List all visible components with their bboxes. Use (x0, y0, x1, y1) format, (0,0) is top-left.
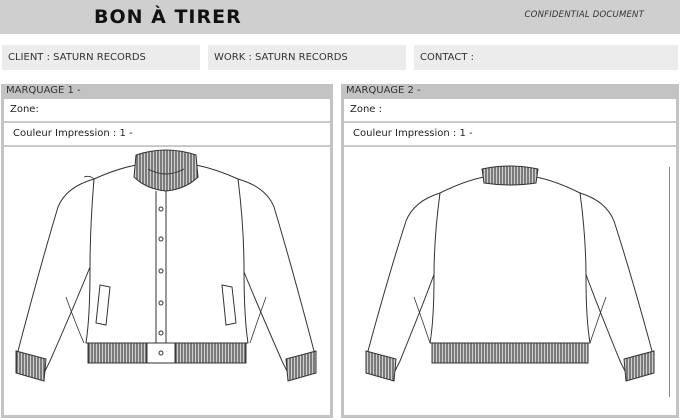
confidential-label: CONFIDENTIAL DOCUMENT (524, 10, 644, 20)
scrollbar-line (669, 167, 670, 397)
work-field: WORK : SATURN RECORDS (208, 45, 406, 70)
zone-field: Zone : (344, 99, 676, 122)
marquage-panel-1: MARQUAGE 1 - Zone: Couleur Impression : … (1, 84, 333, 418)
client-field: CLIENT : SATURN RECORDS (2, 45, 200, 70)
zone-field: Zone: (4, 99, 330, 122)
jacket-front-drawing (4, 147, 330, 415)
panel-title: MARQUAGE 1 - (6, 85, 81, 96)
marquage-panel-2: MARQUAGE 2 - Zone : Couleur Impression :… (341, 84, 679, 418)
couleur-impression-field: Couleur Impression : 1 - (4, 123, 330, 146)
jacket-front-icon (15, 149, 317, 382)
jacket-back-drawing (344, 147, 676, 415)
header-bar (0, 0, 680, 34)
panel-title: MARQUAGE 2 - (346, 85, 421, 96)
couleur-impression-field: Couleur Impression : 1 - (344, 123, 676, 146)
jacket-back-icon (365, 165, 655, 382)
contact-field: CONTACT : (414, 45, 678, 70)
document-title: BON À TIRER (94, 6, 242, 28)
